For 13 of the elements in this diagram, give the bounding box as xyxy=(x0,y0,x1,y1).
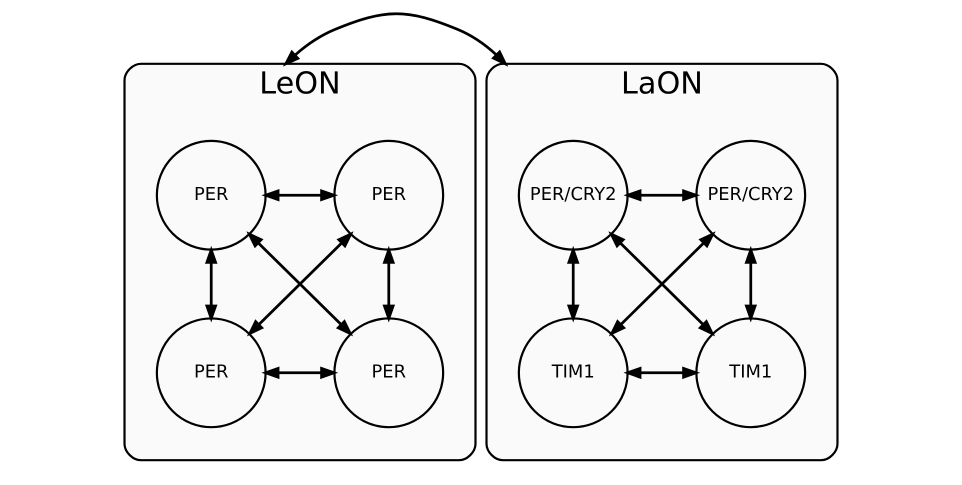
node-circle: PER xyxy=(156,140,267,251)
arrow xyxy=(624,366,700,380)
node-circle: PER/CRY2 xyxy=(695,140,806,251)
arrow xyxy=(282,12,508,67)
arrow xyxy=(204,246,218,323)
node-circle: PER xyxy=(333,140,444,251)
arrow xyxy=(744,246,758,323)
arrow xyxy=(382,246,396,323)
arrow xyxy=(624,188,700,202)
arrow xyxy=(262,188,338,202)
arrow xyxy=(566,246,580,323)
arrow xyxy=(262,366,338,380)
node-circle: PER/CRY2 xyxy=(518,140,629,251)
